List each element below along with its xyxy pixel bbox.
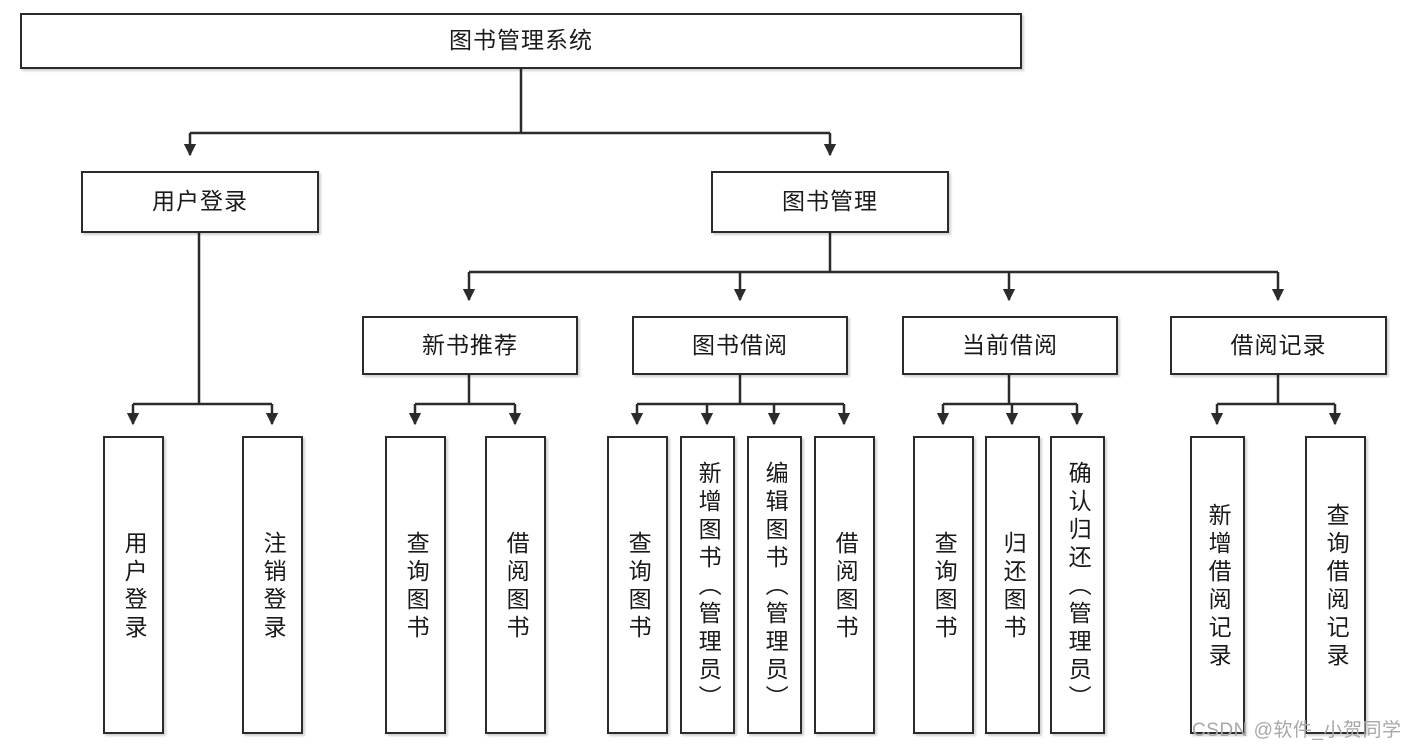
node-user-login-label: 用户登录 <box>152 188 248 215</box>
leaf-confirm-return-admin-label: 确认归还（管理员） <box>1065 461 1092 713</box>
leaf-logout[interactable]: 注销登录 <box>242 436 303 734</box>
leaf-query-book-newbook[interactable]: 查询图书 <box>385 436 446 734</box>
leaf-return-book-label: 归还图书 <box>1000 531 1027 643</box>
leaf-query-book-current[interactable]: 查询图书 <box>913 436 974 734</box>
node-user-login[interactable]: 用户登录 <box>81 171 319 233</box>
leaf-user-login[interactable]: 用户登录 <box>103 436 164 734</box>
leaf-logout-label: 注销登录 <box>260 531 287 643</box>
leaf-query-book-current-label: 查询图书 <box>931 531 958 643</box>
node-root-label: 图书管理系统 <box>449 27 593 54</box>
leaf-query-book-newbook-label: 查询图书 <box>403 531 430 643</box>
leaf-borrow-book[interactable]: 借阅图书 <box>814 436 875 734</box>
leaf-borrow-book-label: 借阅图书 <box>832 531 859 643</box>
leaf-edit-book-admin-label: 编辑图书（管理员） <box>762 461 789 713</box>
leaf-add-book-admin-label: 新增图书（管理员） <box>695 461 722 713</box>
leaf-query-borrow-record[interactable]: 查询借阅记录 <box>1305 436 1366 734</box>
node-new-book-recommend-label: 新书推荐 <box>422 331 518 358</box>
leaf-return-book[interactable]: 归还图书 <box>985 436 1040 734</box>
node-book-borrow-label: 图书借阅 <box>692 331 788 358</box>
node-book-borrow[interactable]: 图书借阅 <box>632 316 848 375</box>
node-book-management-label: 图书管理 <box>782 188 878 215</box>
node-book-management[interactable]: 图书管理 <box>711 171 949 233</box>
node-new-book-recommend[interactable]: 新书推荐 <box>362 316 578 375</box>
leaf-borrow-book-newbook-label: 借阅图书 <box>503 531 530 643</box>
leaf-user-login-label: 用户登录 <box>121 531 148 643</box>
leaf-add-book-admin[interactable]: 新增图书（管理员） <box>680 436 735 734</box>
node-borrow-record-label: 借阅记录 <box>1230 331 1327 358</box>
csdn-watermark: CSDN @软件_小贺同学 <box>1192 720 1402 741</box>
node-borrow-record[interactable]: 借阅记录 <box>1170 316 1387 375</box>
leaf-edit-book-admin[interactable]: 编辑图书（管理员） <box>747 436 802 734</box>
leaf-confirm-return-admin[interactable]: 确认归还（管理员） <box>1050 436 1105 734</box>
leaf-add-borrow-record-label: 新增借阅记录 <box>1205 503 1232 671</box>
node-current-borrow-label: 当前借阅 <box>962 331 1058 358</box>
leaf-query-book-borrow-label: 查询图书 <box>625 531 652 643</box>
leaf-borrow-book-newbook[interactable]: 借阅图书 <box>485 436 546 734</box>
leaf-add-borrow-record[interactable]: 新增借阅记录 <box>1190 436 1245 734</box>
node-current-borrow[interactable]: 当前借阅 <box>902 316 1118 375</box>
node-root[interactable]: 图书管理系统 <box>20 13 1022 69</box>
leaf-query-book-borrow[interactable]: 查询图书 <box>607 436 668 734</box>
leaf-query-borrow-record-label: 查询借阅记录 <box>1323 503 1350 671</box>
